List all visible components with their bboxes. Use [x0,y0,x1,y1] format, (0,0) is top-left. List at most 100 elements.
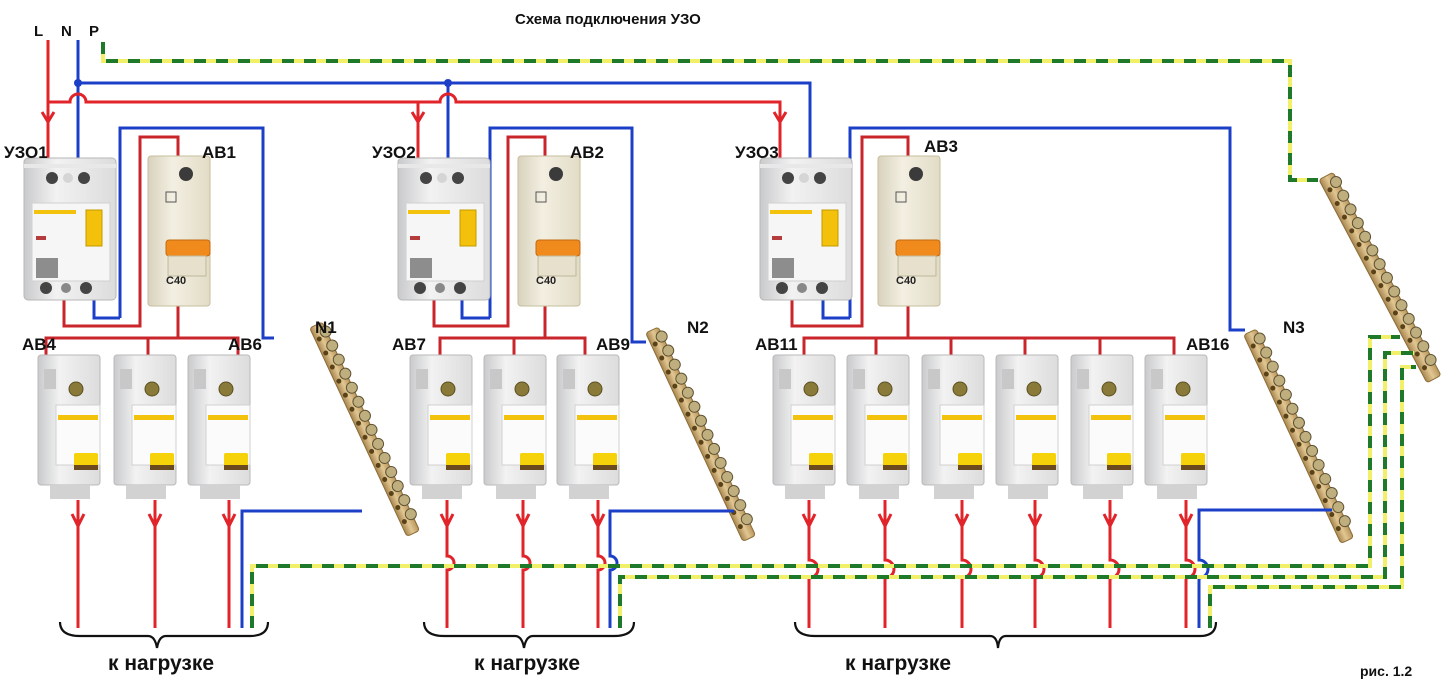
mcb-ab14 [995,354,1059,500]
busbar-hole [369,448,375,454]
supply-label-l: L [34,23,43,40]
mcb-label-ab9: AB9 [596,335,630,354]
mcb-ab5 [113,354,177,500]
busbar-screw [1417,340,1430,353]
rcd-label-uzo1: УЗО1 [4,143,48,162]
busbar-hole [1329,512,1335,518]
busbar-screw [372,437,385,450]
mcb-label-ab11: AB11 [755,335,798,354]
rcd-label-uzo2: УЗО2 [372,143,416,162]
mcb-ab12 [846,354,910,500]
busbar-screw [1273,374,1286,387]
busbar-screw [1279,388,1292,401]
breaker-rating-ab2: C40 [536,275,556,287]
busbar-screw [1338,515,1351,528]
busbar-hole [724,495,730,501]
busbar-screw [1312,458,1325,471]
busbar-screw [352,395,365,408]
busbar-hole [1363,255,1369,261]
busbar-screw [319,325,332,338]
busbar-hole [737,524,743,530]
busbar-screw [358,409,371,422]
pe-supply-wire [101,42,1318,182]
supply-label-n: N [61,23,72,40]
mcb-ab6 [187,354,251,500]
busbar-screw [1380,271,1393,284]
busbar-hole [342,392,348,398]
busbar-hole [375,462,381,468]
busbar-hole [1270,385,1276,391]
mcb-ab7 [409,354,473,500]
breaker-label-ab3: AB3 [924,137,958,156]
busbar-hole [1385,296,1391,302]
busbar-label-n1: N1 [315,318,337,337]
busbar-screw [404,508,417,521]
busbar-hole [1341,214,1347,220]
busbar-screw [668,358,681,371]
busbar-screw [721,471,734,484]
busbar-hole [1371,269,1377,275]
supply-label-p: P [89,23,99,40]
busbar-screw [1306,444,1319,457]
mcb-ab11 [772,354,836,500]
phase-supply-wire [40,40,788,178]
busbar-hole [711,467,717,473]
busbar-screw [1337,189,1350,202]
mcb-label-ab4: AB4 [22,335,57,354]
breaker-rating-ab1: C40 [166,275,186,287]
mcb-ab13 [921,354,985,500]
busbar-hole [362,434,368,440]
group-3: УЗО3 AB3 C40 AB11 AB16 N3 к нагрузке [735,126,1355,675]
busbar-screw [365,423,378,436]
busbar-screw [385,466,398,479]
busbar-hole [336,378,342,384]
busbar-hole [1400,324,1406,330]
busbar-hole [1378,283,1384,289]
mcb-ab9 [556,354,620,500]
busbar-hole [698,439,704,445]
group-2: УЗО2 AB2 C40 AB7 AB9 N2 к нагрузке [372,126,757,675]
busbar-hole [1316,483,1322,489]
neutral-busbar-n2 [645,326,757,542]
busbar-screw [1325,487,1338,500]
busbar-screw [1286,402,1299,415]
mcb-ab8 [483,354,547,500]
busbar-screw [1332,501,1345,514]
busbar-hole [388,490,394,496]
busbar-hole [1349,228,1355,234]
busbar-hole [1303,455,1309,461]
load-label-3: к нагрузке [845,652,951,675]
busbar-hole [678,397,684,403]
busbar-hole [718,481,724,487]
busbar-hole [1276,399,1282,405]
busbar-hole [1250,343,1256,349]
busbar-screw [1395,299,1408,312]
figure-label: рис. 1.2 [1360,663,1412,679]
busbar-screw [345,381,358,394]
mcb-label-ab6: AB6 [228,335,262,354]
busbar-hole [323,350,329,356]
busbar-screw [1266,360,1279,373]
busbar-screw [1253,332,1266,345]
busbar-hole [659,355,665,361]
rcd-uzo3 [759,157,853,301]
breaker-label-ab1: AB1 [202,143,236,162]
busbar-screw [694,414,707,427]
busbar-label-n2: N2 [687,318,709,337]
busbar-hole [705,453,711,459]
breaker-rating-ab3: C40 [896,275,916,287]
busbar-hole [692,425,698,431]
neutral-supply-wire [74,40,812,178]
busbar-screw [740,513,753,526]
pe-distribution-wires [250,335,1416,628]
mcb-label-ab16: AB16 [1186,335,1229,354]
busbar-screw [1319,473,1332,486]
busbar-screw [734,499,747,512]
busbar-screw [681,386,694,399]
busbar-screw [391,480,404,493]
busbar-hole [1263,371,1269,377]
busbar-screw [655,330,668,343]
busbar-screw [701,428,714,441]
busbar-hole [395,505,401,511]
